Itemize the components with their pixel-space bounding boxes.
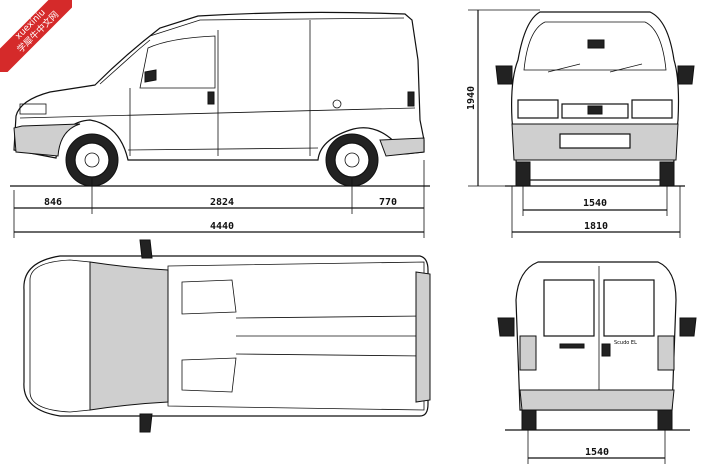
- top-view: [23, 239, 431, 433]
- front-windshield: [523, 21, 667, 71]
- top-seat-lower: [181, 357, 237, 393]
- rear-taillight-left: [519, 335, 537, 371]
- top-roof-rib-3: [235, 353, 425, 357]
- front-mirror-left: [495, 65, 513, 85]
- top-rear-bumper: [415, 271, 431, 403]
- front-view: [495, 11, 695, 187]
- dim-overall-width: 1810: [584, 221, 608, 232]
- side-sill: [127, 147, 319, 151]
- rear-mirror-left: [497, 317, 515, 337]
- side-rear-bumper: [379, 137, 425, 157]
- rear-bumper: [519, 389, 675, 411]
- front-headlight-left: [517, 99, 559, 119]
- front-mirror-right: [677, 65, 695, 85]
- front-dimensions: 1940 1540 1810: [466, 9, 681, 238]
- top-windshield: [89, 261, 169, 411]
- rear-plate-lamp: [559, 343, 585, 349]
- top-roof-panel: [167, 261, 425, 411]
- length-dimensions: 846 2824 770 4440: [13, 160, 425, 238]
- dim-front-track: 1540: [583, 198, 607, 209]
- front-tyre-right: [659, 161, 675, 187]
- dim-front-overhang: 846: [44, 197, 62, 208]
- rear-tyre-right: [657, 409, 673, 431]
- rear-window-left: [543, 279, 595, 337]
- side-headlight: [19, 103, 47, 115]
- front-wiper-left: [547, 63, 581, 73]
- rear-window-right: [603, 279, 655, 337]
- dim-overall-length: 4440: [210, 221, 234, 232]
- side-sliding-handle: [407, 91, 415, 107]
- front-headlight-right: [631, 99, 673, 119]
- rear-mirror-right: [679, 317, 697, 337]
- front-rearview-mirror: [587, 39, 605, 49]
- top-mirror-lower: [139, 413, 153, 433]
- front-badge: [587, 105, 603, 115]
- front-air-intake: [559, 133, 631, 149]
- side-rear-wheel: [325, 133, 379, 187]
- rear-badge: Scudo EL: [614, 340, 637, 346]
- rear-taillight-right: [657, 335, 675, 371]
- top-roof-rib-1: [235, 315, 425, 319]
- dim-wheelbase: 2824: [210, 197, 234, 208]
- side-body-outline: [13, 11, 425, 161]
- front-wiper-right: [609, 63, 643, 73]
- rear-view: Scudo EL: [497, 261, 697, 431]
- dim-rear-track: 1540: [585, 447, 609, 458]
- top-seat-upper: [181, 279, 237, 315]
- side-body-crease: [19, 107, 416, 119]
- side-mirror: [144, 69, 157, 83]
- rear-dimensions: 1540: [527, 430, 666, 464]
- front-tyre-left: [515, 161, 531, 187]
- rear-tyre-left: [521, 409, 537, 431]
- dim-rear-overhang: 770: [379, 197, 397, 208]
- side-view: [10, 11, 430, 187]
- top-mirror-upper: [139, 239, 153, 259]
- side-windshield: [99, 39, 151, 85]
- side-door-handle: [207, 91, 215, 105]
- dim-height: 1940: [466, 86, 477, 110]
- side-door-window: [139, 35, 216, 89]
- rear-door-handle: [601, 343, 611, 357]
- side-front-bumper: [13, 123, 81, 157]
- side-fuel-cap: [332, 99, 342, 109]
- side-roof-line: [149, 17, 405, 37]
